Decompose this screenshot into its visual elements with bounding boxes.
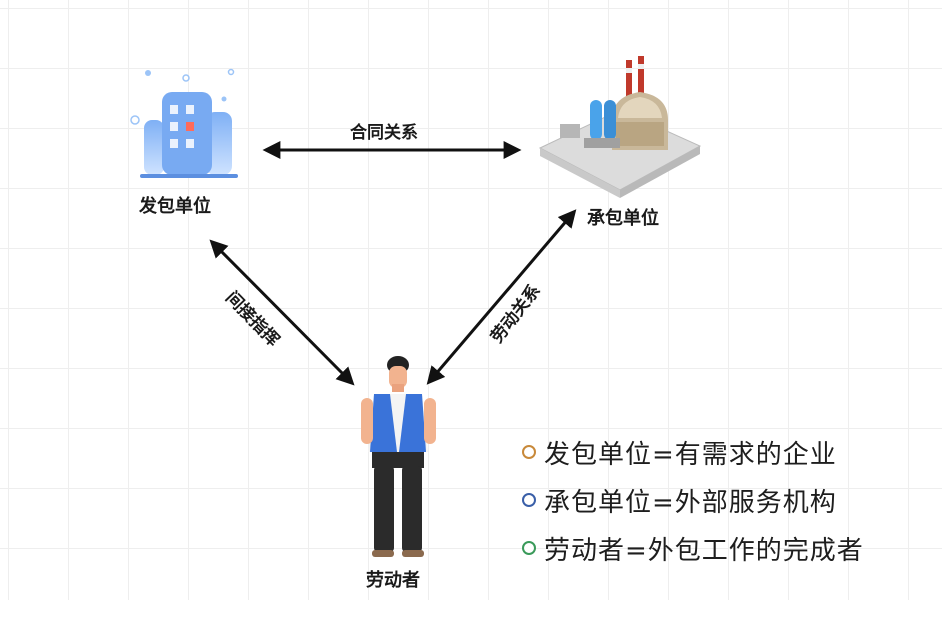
contractor-label: 承包单位	[587, 208, 659, 229]
legend-item: 发包单位=有需求的企业	[522, 428, 864, 476]
factory-icon	[538, 56, 702, 198]
indirect-command-arrow	[209, 239, 355, 386]
legend-dot-icon	[522, 541, 536, 555]
legend-item-text: 承包单位=外部服务机构	[544, 487, 837, 518]
labor-relation-arrow	[426, 209, 577, 385]
legend-dot-icon	[522, 493, 536, 507]
contract-edge-label: 合同关系	[350, 123, 418, 143]
legend-item-text: 发包单位=有需求的企业	[544, 439, 837, 470]
legend: 发包单位=有需求的企业 承包单位=外部服务机构 劳动者=外包工作的完成者	[522, 428, 864, 572]
client-label: 发包单位	[139, 196, 211, 217]
worker-label: 劳动者	[366, 570, 420, 591]
legend-dot-icon	[522, 445, 536, 459]
legend-item: 承包单位=外部服务机构	[522, 476, 864, 524]
office-building-icon	[130, 68, 238, 178]
legend-item: 劳动者=外包工作的完成者	[522, 524, 864, 572]
bottom-margin	[0, 600, 942, 639]
legend-item-text: 劳动者=外包工作的完成者	[544, 535, 864, 566]
worker-figure-icon	[361, 356, 436, 557]
